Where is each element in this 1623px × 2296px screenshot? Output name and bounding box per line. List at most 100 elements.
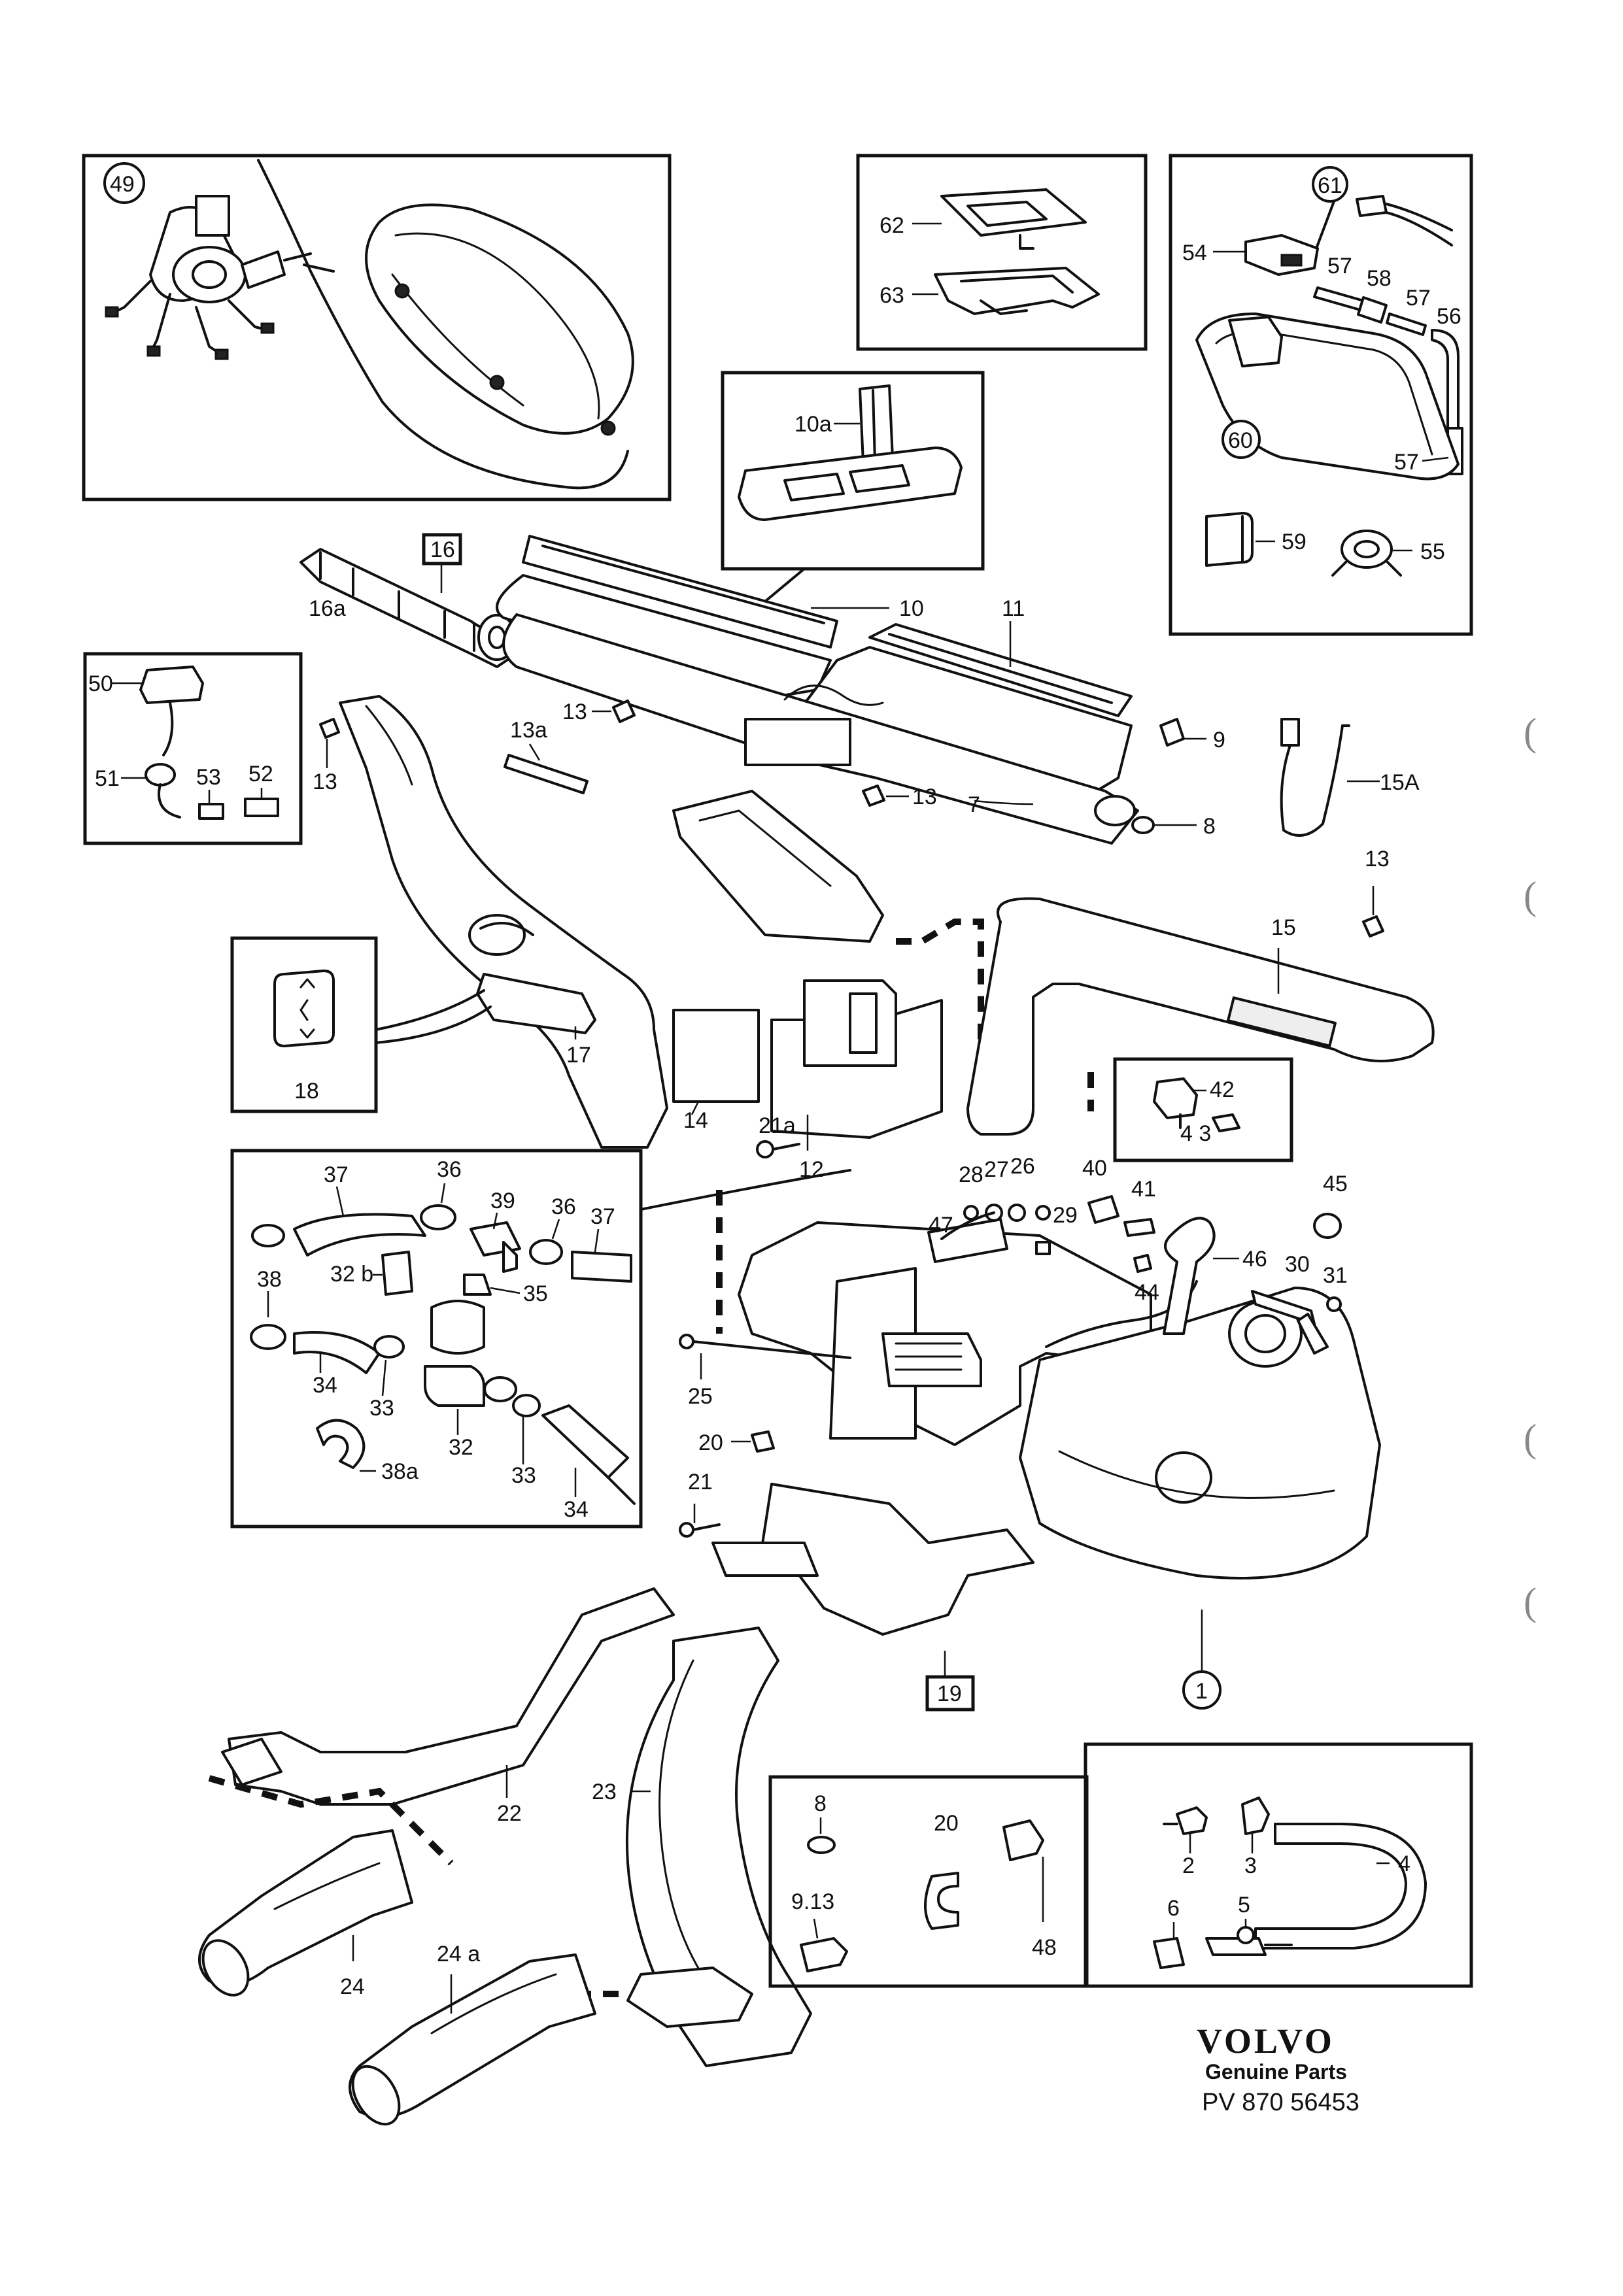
label-37b: 37 — [590, 1204, 615, 1229]
inset-box-49: 49 — [82, 154, 672, 501]
fittings-2-3-drawing — [1163, 1797, 1270, 1835]
label-54: 54 — [1182, 241, 1207, 265]
label-38a: 38a — [381, 1459, 419, 1484]
label-24: 24 — [340, 1974, 365, 1999]
label-35: 35 — [523, 1281, 548, 1306]
label-13-left: 13 — [313, 769, 337, 794]
label-38: 38 — [257, 1267, 282, 1292]
label-55: 55 — [1420, 539, 1445, 564]
grommet-8-drawing — [1131, 816, 1155, 834]
label-32: 32 — [449, 1435, 473, 1460]
brand-subtitle: Genuine Parts — [1205, 2060, 1347, 2084]
label-40: 40 — [1082, 1156, 1107, 1181]
label-13-top: 13 — [562, 700, 587, 724]
control-18-drawing — [273, 970, 335, 1047]
inset-box-18: 18 — [230, 936, 378, 1113]
vacuum-valve-drawing — [105, 195, 312, 360]
label-9: 9 — [1213, 728, 1225, 752]
label-36a: 36 — [437, 1157, 462, 1182]
inset-box-42-43: 42 4 3 — [1113, 1057, 1293, 1162]
boxed-callout-19 — [925, 1675, 975, 1712]
strap-15A-drawing — [1280, 718, 1350, 837]
label-6: 6 — [1167, 1896, 1180, 1921]
bracket-30-31-drawing — [1251, 1290, 1342, 1355]
defroster-hose-drawing — [299, 548, 518, 668]
label-2: 2 — [1182, 1853, 1195, 1878]
clip-13-right-drawing — [1362, 915, 1384, 937]
label-32b: 32 b — [330, 1262, 373, 1287]
label-50: 50 — [88, 671, 113, 696]
center-vent-12-drawing — [672, 790, 943, 1139]
leader-10a-to-duct — [764, 567, 806, 603]
grommet-8-inset — [807, 1836, 836, 1854]
label-18: 18 — [294, 1079, 319, 1104]
clip-frame-drawing — [934, 267, 1100, 315]
screw-21a-drawing — [756, 1140, 800, 1158]
label-33a: 33 — [369, 1396, 394, 1421]
heater-hoses-drawing — [250, 1204, 636, 1505]
label-48: 48 — [1032, 1935, 1057, 1960]
heater-unit-1-drawing — [738, 1218, 1381, 1579]
label-20-inset: 20 — [934, 1811, 959, 1836]
label-25: 25 — [688, 1384, 713, 1409]
vent-10a-drawing — [738, 384, 963, 521]
label-7: 7 — [968, 792, 980, 817]
margin-mark: ( — [1524, 874, 1537, 917]
label-60: 60 — [1228, 428, 1253, 453]
label-57b: 57 — [1406, 286, 1431, 311]
label-34a: 34 — [313, 1373, 337, 1398]
tray-60-drawing — [1195, 312, 1460, 481]
label-57c: 57 — [1394, 450, 1419, 475]
grommet-45-drawing — [1313, 1213, 1342, 1239]
label-17: 17 — [566, 1043, 591, 1068]
inset-box-50-53: 50 51 53 52 — [83, 652, 303, 845]
label-30: 30 — [1285, 1252, 1310, 1277]
label-11: 11 — [1002, 596, 1025, 621]
label-10a: 10a — [794, 412, 832, 437]
switch-54-drawing — [1244, 234, 1319, 276]
inset-box-32-39: 37 36 39 36 37 38 32 b 35 34 33 32 33 34… — [230, 1149, 643, 1528]
hose-4-drawing — [1254, 1823, 1427, 1950]
label-59: 59 — [1282, 530, 1307, 554]
inset-box-62-63: 62 63 — [856, 154, 1148, 351]
label-8: 8 — [1203, 814, 1216, 839]
clip-13-mid-drawing — [862, 785, 885, 807]
label-8-inset: 8 — [814, 1791, 827, 1816]
label-3: 3 — [1244, 1853, 1257, 1878]
brand-logo: VOLVO — [1197, 2021, 1335, 2061]
label-4: 4 — [1398, 1851, 1410, 1876]
label-56: 56 — [1437, 304, 1461, 329]
connector-61-drawing — [1356, 195, 1453, 246]
label-14: 14 — [683, 1108, 708, 1133]
label-36b: 36 — [551, 1194, 576, 1219]
label-57a: 57 — [1327, 254, 1352, 279]
hose-57-58-drawing — [1313, 286, 1463, 475]
label-62: 62 — [880, 213, 904, 238]
screw-21-drawing — [679, 1522, 721, 1538]
callout-60 — [1222, 420, 1261, 459]
label-58: 58 — [1367, 266, 1392, 291]
margin-mark: ( — [1524, 1580, 1537, 1623]
label-15A: 15A — [1380, 770, 1420, 795]
label-31: 31 — [1323, 1263, 1348, 1288]
leader-32-39-to-heater — [640, 1169, 851, 1211]
label-42: 42 — [1210, 1077, 1235, 1102]
label-21: 21 — [688, 1470, 713, 1494]
label-15: 15 — [1271, 915, 1296, 940]
switch-50-drawing — [139, 666, 279, 820]
label-45: 45 — [1323, 1172, 1348, 1196]
center-duct-7-drawing — [502, 613, 1139, 845]
part-number: PV 870 56453 — [1202, 2089, 1359, 2116]
dashed-outline-12 — [896, 919, 984, 1118]
label-52: 52 — [248, 762, 273, 786]
label-13a: 13a — [510, 718, 547, 743]
label-34b: 34 — [564, 1497, 589, 1522]
duct-13a-drawing — [504, 754, 589, 794]
inset-box-clips: 8 20 48 9.13 — [768, 1775, 1089, 1988]
label-24a: 24 a — [437, 1942, 480, 1967]
dashed-outline-22 — [208, 1775, 454, 1866]
control-panel-17-drawing — [375, 914, 596, 1044]
label-41: 41 — [1131, 1177, 1156, 1202]
label-19: 19 — [937, 1681, 962, 1706]
clamp-55-drawing — [1331, 530, 1402, 577]
